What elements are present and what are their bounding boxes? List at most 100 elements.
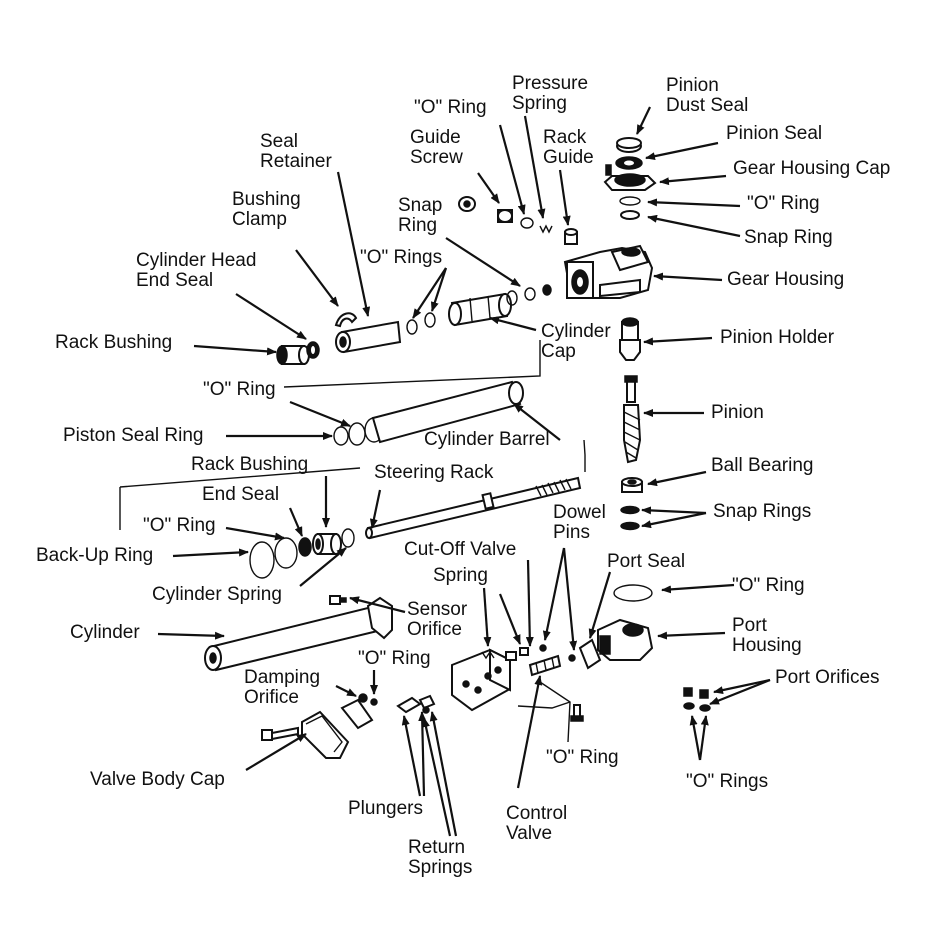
cut-off-valve-part <box>505 647 529 661</box>
label-cylinder-barrel: Cylinder Barrel <box>424 429 550 450</box>
label-line: Pressure <box>512 73 589 94</box>
port-housing-part <box>597 618 654 661</box>
label-snap-ring-right: Snap Ring <box>744 227 833 248</box>
steering-rack-part <box>365 476 582 540</box>
label-sensor-orifice: Sensor Orifice <box>407 600 467 640</box>
adjuster-nut-part <box>458 196 476 212</box>
label-line: Valve <box>506 823 553 844</box>
label-line: Dust Seal <box>666 95 749 116</box>
cylinder-spring-part <box>341 528 355 548</box>
label-pinion: Pinion <box>711 402 764 423</box>
cylinder-part <box>204 596 393 672</box>
o-ring-cap-part <box>524 287 536 301</box>
label-line: Seal <box>260 131 299 152</box>
label-line: Return <box>408 837 466 858</box>
label-line: Orifice <box>244 687 299 708</box>
snap-ring-1-part <box>620 505 640 515</box>
label-line: Dowel <box>553 502 606 523</box>
label-line: Cylinder <box>541 321 611 342</box>
valve-body-cap-part <box>301 698 374 759</box>
label-line: Retainer <box>260 151 332 172</box>
port-orifices-part <box>683 687 711 712</box>
label-rack-bushing-top: Rack Bushing <box>55 332 173 353</box>
valve-o-ring-bolt-part <box>570 704 584 722</box>
label-gear-housing: Gear Housing <box>727 269 845 290</box>
spring-part <box>481 650 495 660</box>
gear-housing-cap-part <box>603 164 657 191</box>
ball-bearing-part <box>621 477 643 493</box>
snap-ring-cap-part <box>506 290 518 306</box>
label-piston-seal-ring: Piston Seal Ring <box>63 425 204 446</box>
label-line: Pinion <box>666 75 719 96</box>
pinion-dust-seal-part <box>616 137 642 153</box>
label-cylinder-spring: Cylinder Spring <box>152 584 282 605</box>
label-ball-bearing: Ball Bearing <box>711 455 814 476</box>
cap-bolt-part <box>261 726 299 741</box>
label-line: End Seal <box>136 270 214 291</box>
label-pinion-dust-seal: Pinion Dust Seal <box>666 76 748 116</box>
label-line: Clamp <box>232 209 287 230</box>
sensor-orifice-part <box>329 595 347 605</box>
label-seal-retainer: Seal Retainer <box>260 132 332 172</box>
label-valve-body-cap: Valve Body Cap <box>90 769 225 790</box>
label-line: Sensor <box>407 599 468 620</box>
label-spring: Spring <box>433 565 488 586</box>
o-ring-rack-part <box>274 537 298 569</box>
pinion-seal-part <box>615 156 643 170</box>
label-damping-orifice: Damping Orifice <box>244 668 320 708</box>
end-seal-part <box>298 537 312 557</box>
gear-housing-part <box>563 244 654 299</box>
label-o-ring-lower: "O" Ring <box>143 515 216 536</box>
plungers-and-springs-part <box>396 694 436 714</box>
ring-small-part <box>542 284 552 296</box>
label-pinion-holder: Pinion Holder <box>720 327 835 348</box>
label-line: Guide <box>543 147 594 168</box>
label-gear-housing-cap: Gear Housing Cap <box>733 158 891 179</box>
label-back-up-ring: Back-Up Ring <box>36 545 154 566</box>
label-o-ring-top: "O" Ring <box>414 97 487 118</box>
label-line: Screw <box>410 147 463 168</box>
port-o-ring-part <box>613 584 653 602</box>
label-guide-screw: Guide Screw <box>410 128 463 168</box>
seal-retainer-part <box>335 320 402 354</box>
label-cylinder-cap: Cylinder Cap <box>541 322 611 362</box>
label-line: Springs <box>408 857 473 878</box>
dowel-pin-1-part <box>539 644 547 652</box>
label-line: Bushing <box>232 189 301 210</box>
label-line: Orifice <box>407 619 462 640</box>
valve-body-part <box>451 648 512 712</box>
label-line: Rack <box>543 127 587 148</box>
label-line: Cap <box>541 341 576 362</box>
label-cylinder: Cylinder <box>70 622 140 643</box>
o-ring-part <box>619 196 641 206</box>
o-ring-b-part <box>424 312 436 328</box>
label-o-ring-left: "O" Ring <box>203 379 276 400</box>
bushing-clamp-part <box>334 312 358 328</box>
label-line: Guide <box>410 127 461 148</box>
label-port-housing: Port Housing <box>732 616 802 656</box>
cylinder-head-end-seal-part <box>306 341 320 359</box>
rack-bushing-mid-part <box>312 533 342 555</box>
damping-orifice-part <box>358 693 378 706</box>
label-o-ring-right-1: "O" Ring <box>747 193 820 214</box>
leader-lines <box>157 106 771 837</box>
label-line: Port <box>732 615 767 636</box>
label-port-seal: Port Seal <box>607 551 686 572</box>
label-pinion-seal: Pinion Seal <box>726 123 823 144</box>
pressure-spring-part <box>539 224 553 234</box>
label-line: Control <box>506 803 568 824</box>
label-steering-rack: Steering Rack <box>374 462 494 483</box>
pinion-holder-part <box>619 317 641 361</box>
label-snap-rings: Snap Rings <box>713 501 812 522</box>
label-snap-ring-top: Snap Ring <box>398 196 442 236</box>
pinion-part <box>623 375 642 464</box>
snap-ring-part <box>620 210 640 220</box>
label-o-ring-port: "O" Ring <box>732 575 805 596</box>
label-o-rings-mid: "O" Rings <box>360 247 443 268</box>
label-bushing-clamp: Bushing Clamp <box>232 190 301 230</box>
label-return-springs: Return Springs <box>408 838 472 878</box>
rack-guide-part <box>564 228 578 245</box>
snap-ring-2-part <box>620 521 640 531</box>
